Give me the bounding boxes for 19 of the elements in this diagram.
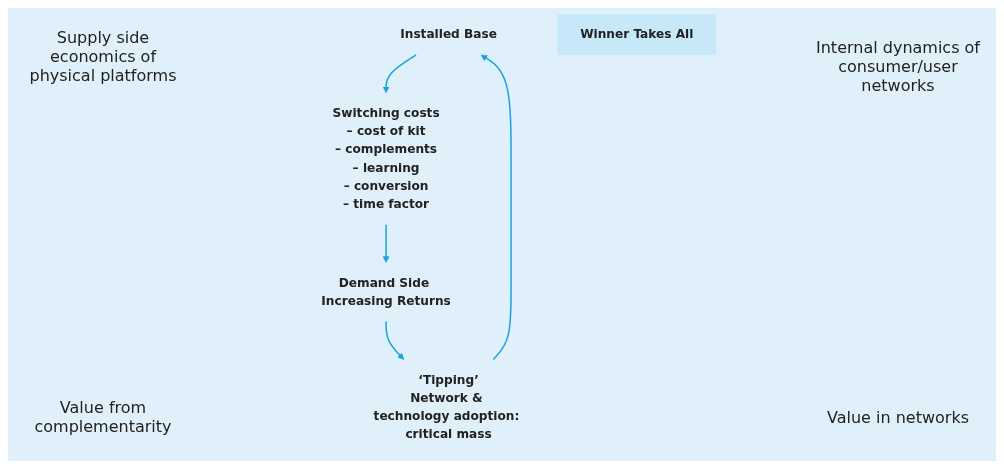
arrow xyxy=(382,54,418,94)
arrow xyxy=(382,223,390,263)
node-label: – cost of kit xyxy=(346,123,426,139)
node-text: Demand Side Increasing Returns xyxy=(321,275,451,308)
annotation-text: Internal dynamics of consumer/user networks xyxy=(815,38,982,95)
arrow xyxy=(385,320,405,360)
annotation-text: Value in networks xyxy=(826,408,970,427)
arrow xyxy=(480,54,512,361)
node-text: Switching costs xyxy=(332,105,440,121)
node-label: Network & technology adoption: critical mass xyxy=(373,390,520,442)
node-label: – complements xyxy=(335,142,438,157)
node-text: ‘Tipping’ xyxy=(418,372,479,387)
node-label: – time factor xyxy=(343,196,430,212)
node-label: – conversion xyxy=(343,178,429,193)
node-label: – learning xyxy=(352,160,420,175)
annotation-text: Value from complementarity xyxy=(33,398,173,436)
annotation-text: Supply side economics of physical platforms xyxy=(28,28,178,85)
node-box: Winner Takes All xyxy=(557,14,717,55)
node-text: Installed Base xyxy=(400,26,498,42)
